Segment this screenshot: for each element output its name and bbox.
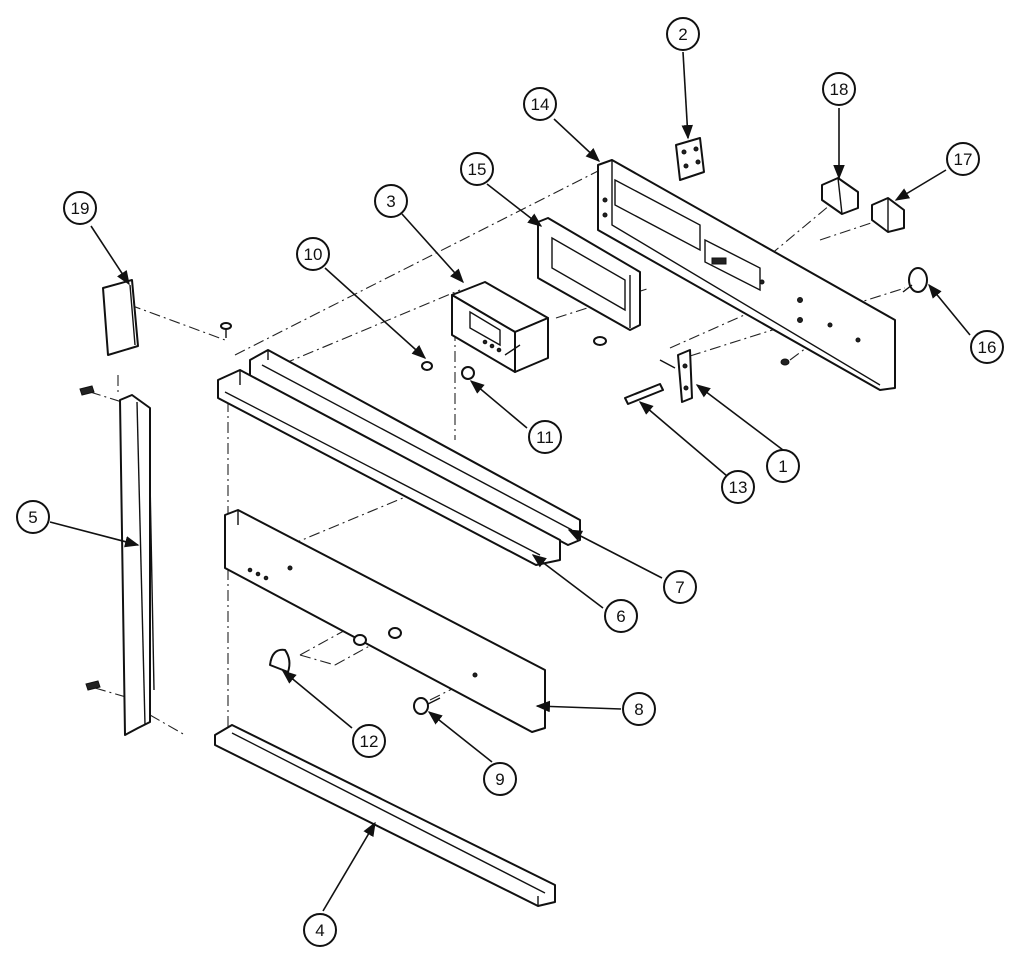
callout-19: 19 bbox=[63, 191, 97, 225]
callout-label: 2 bbox=[678, 25, 687, 44]
callout-13: 13 bbox=[721, 470, 755, 504]
part-15-frame bbox=[537, 217, 641, 331]
callout-label: 17 bbox=[954, 150, 973, 169]
callout-8: 8 bbox=[622, 692, 656, 726]
part-4-bottom-rail bbox=[214, 724, 556, 907]
part-9-screw bbox=[413, 697, 441, 715]
callout-9: 9 bbox=[483, 762, 517, 796]
callout-label: 7 bbox=[675, 578, 684, 597]
callout-11: 11 bbox=[528, 420, 562, 454]
callout-5: 5 bbox=[16, 500, 50, 534]
callout-label: 18 bbox=[830, 80, 849, 99]
callout-label: 3 bbox=[386, 192, 395, 211]
part-14-back-panel bbox=[597, 159, 896, 391]
callout-label: 10 bbox=[304, 245, 323, 264]
part-19-plate bbox=[102, 279, 139, 356]
callout-7: 7 bbox=[663, 570, 697, 604]
part-5-side-channel bbox=[79, 385, 155, 736]
callout-label: 6 bbox=[616, 607, 625, 626]
callout-6: 6 bbox=[604, 599, 638, 633]
callout-12: 12 bbox=[352, 724, 386, 758]
callout-16: 16 bbox=[970, 330, 1004, 364]
part-13-pin bbox=[624, 383, 664, 405]
callout-15: 15 bbox=[460, 152, 494, 186]
callout-3: 3 bbox=[374, 184, 408, 218]
part-6-rail bbox=[217, 369, 561, 566]
callout-10: 10 bbox=[296, 237, 330, 271]
callout-1: 1 bbox=[766, 449, 800, 483]
part-2-bracket bbox=[675, 137, 705, 181]
callout-label: 4 bbox=[315, 921, 324, 940]
callout-label: 8 bbox=[634, 700, 643, 719]
callout-17: 17 bbox=[946, 142, 980, 176]
part-8-front-panel bbox=[224, 509, 546, 733]
small-hardware bbox=[220, 322, 790, 380]
leader-lines bbox=[49, 51, 971, 912]
part-18-knob bbox=[821, 177, 859, 215]
callout-label: 16 bbox=[978, 338, 997, 357]
callout-label: 1 bbox=[778, 457, 787, 476]
part-7-top-rail bbox=[249, 349, 581, 546]
callout-label: 11 bbox=[536, 428, 554, 447]
callout-18: 18 bbox=[822, 72, 856, 106]
part-1-hinge bbox=[659, 349, 693, 403]
callout-label: 13 bbox=[729, 478, 748, 497]
callout-label: 12 bbox=[360, 732, 379, 751]
callout-label: 19 bbox=[71, 199, 90, 218]
callout-4: 4 bbox=[303, 913, 337, 947]
callout-14: 14 bbox=[523, 87, 557, 121]
part-3-clock-module bbox=[451, 281, 549, 373]
callout-label: 14 bbox=[531, 95, 550, 114]
callout-label: 15 bbox=[468, 160, 487, 179]
callout-label: 5 bbox=[28, 508, 37, 527]
part-12-knob bbox=[269, 648, 291, 673]
callout-label: 9 bbox=[495, 770, 504, 789]
callout-2: 2 bbox=[666, 17, 700, 51]
part-17-knob bbox=[871, 197, 905, 233]
part-16-button bbox=[902, 267, 928, 293]
